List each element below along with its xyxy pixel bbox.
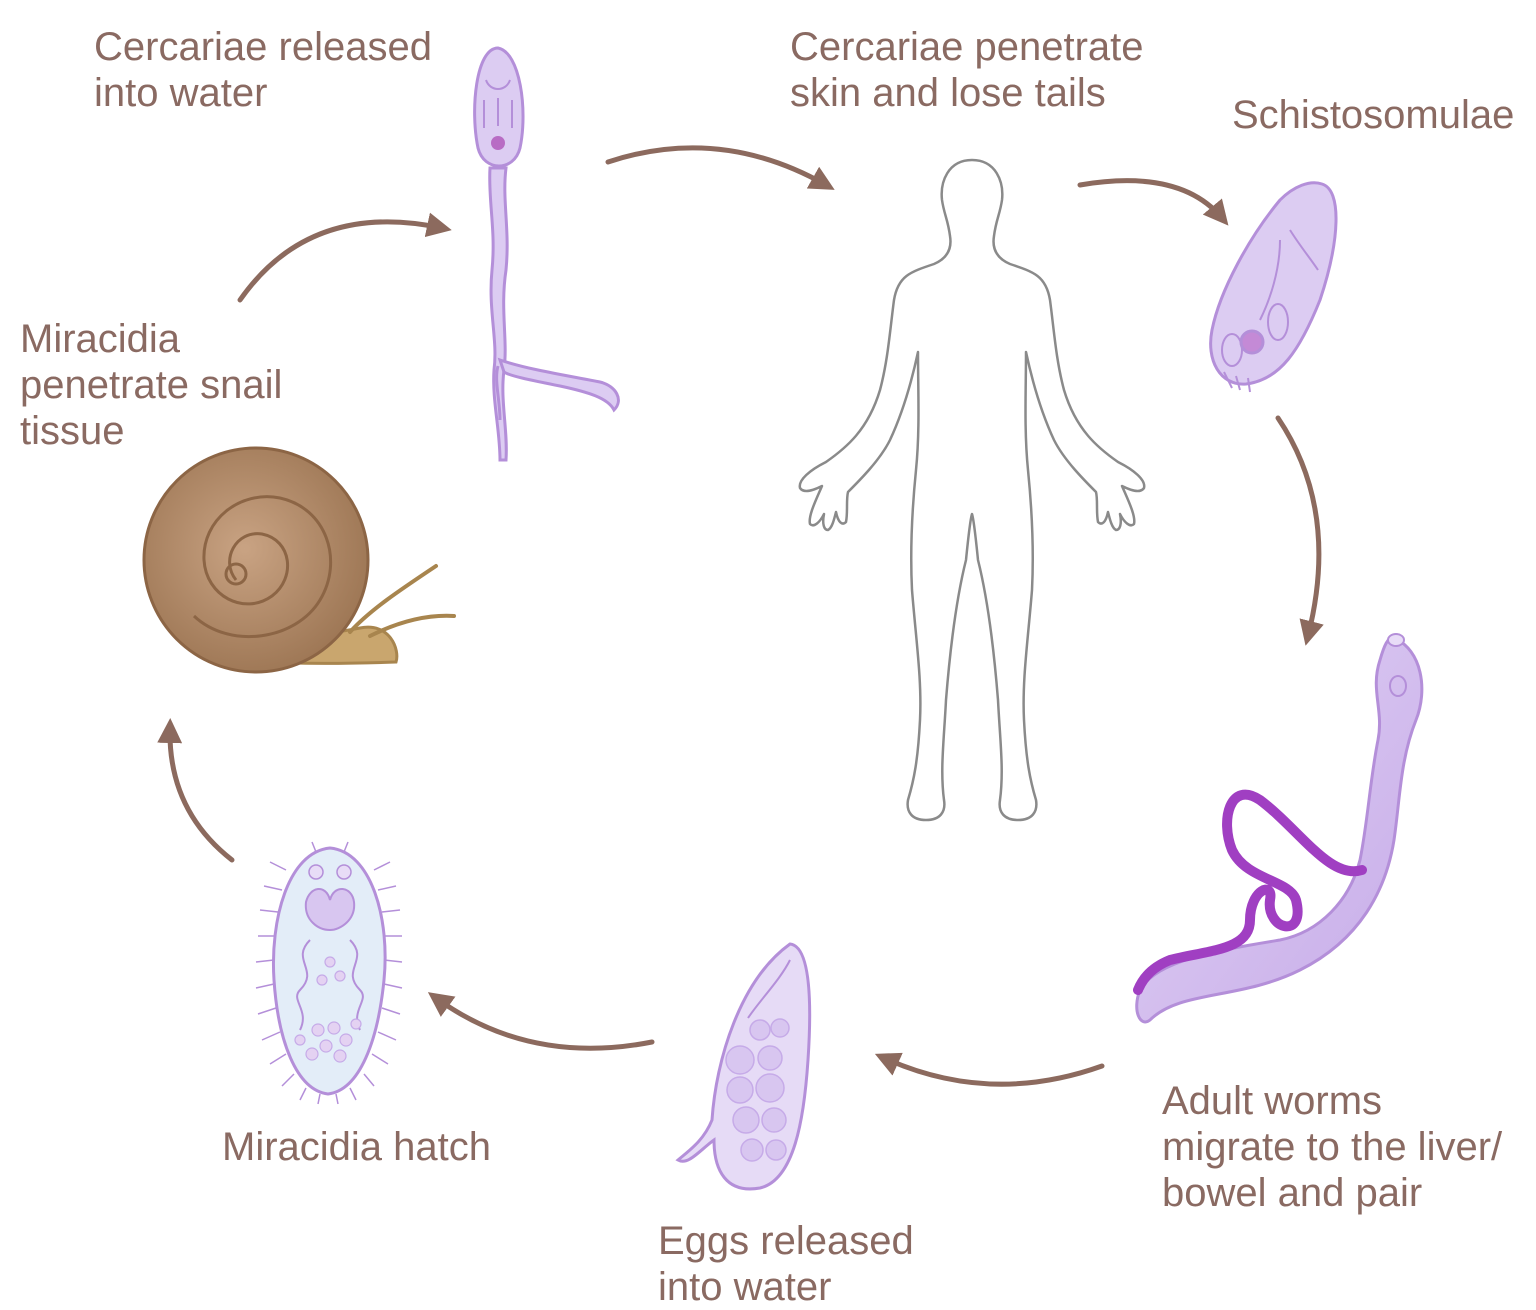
label-line: Cercariae released <box>94 24 432 70</box>
label-line: Miracidia hatch <box>222 1124 491 1170</box>
label-line: bowel and pair <box>1162 1170 1502 1216</box>
label-line: Adult worms <box>1162 1078 1502 1124</box>
label-line: skin and lose tails <box>790 70 1144 116</box>
label-miracidia-penetrate: Miracidia penetrate snail tissue <box>20 316 282 454</box>
egg-icon <box>678 944 810 1189</box>
label-schistosomulae: Schistosomulae <box>1232 92 1514 138</box>
arrow-cercariae-to-human <box>608 148 826 185</box>
label-adult-worms: Adult worms migrate to the liver/ bowel … <box>1162 1078 1502 1216</box>
label-line: penetrate snail <box>20 362 282 408</box>
arrow-snail-to-cercariae <box>240 222 442 300</box>
label-line: Cercariae penetrate <box>790 24 1144 70</box>
label-miracidia-hatch: Miracidia hatch <box>222 1124 491 1170</box>
arrow-schistosomulae-to-adult <box>1278 418 1319 636</box>
arrow-eggs-to-miracidia <box>436 998 652 1048</box>
label-cercariae-penetrate: Cercariae penetrate skin and lose tails <box>790 24 1144 116</box>
label-line: migrate to the liver/ <box>1162 1124 1502 1170</box>
label-line: Miracidia <box>20 316 282 362</box>
snail-icon <box>144 448 454 672</box>
label-eggs-released: Eggs released into water <box>658 1218 914 1310</box>
label-line: into water <box>658 1264 914 1310</box>
arrow-adult-to-eggs <box>884 1058 1102 1084</box>
label-line: Eggs released <box>658 1218 914 1264</box>
schistosomulum-icon <box>1211 183 1336 392</box>
label-cercariae-released: Cercariae released into water <box>94 24 432 116</box>
miracidium-icon <box>256 842 402 1104</box>
arrow-human-to-schistosomulae <box>1080 181 1222 218</box>
arrow-miracidia-to-snail <box>170 728 232 860</box>
label-line: Schistosomulae <box>1232 92 1514 138</box>
cercaria-icon <box>475 48 619 460</box>
label-line: tissue <box>20 408 282 454</box>
human-body-icon <box>800 160 1144 820</box>
label-line: into water <box>94 70 432 116</box>
adult-worm-pair-icon <box>1137 634 1422 1022</box>
